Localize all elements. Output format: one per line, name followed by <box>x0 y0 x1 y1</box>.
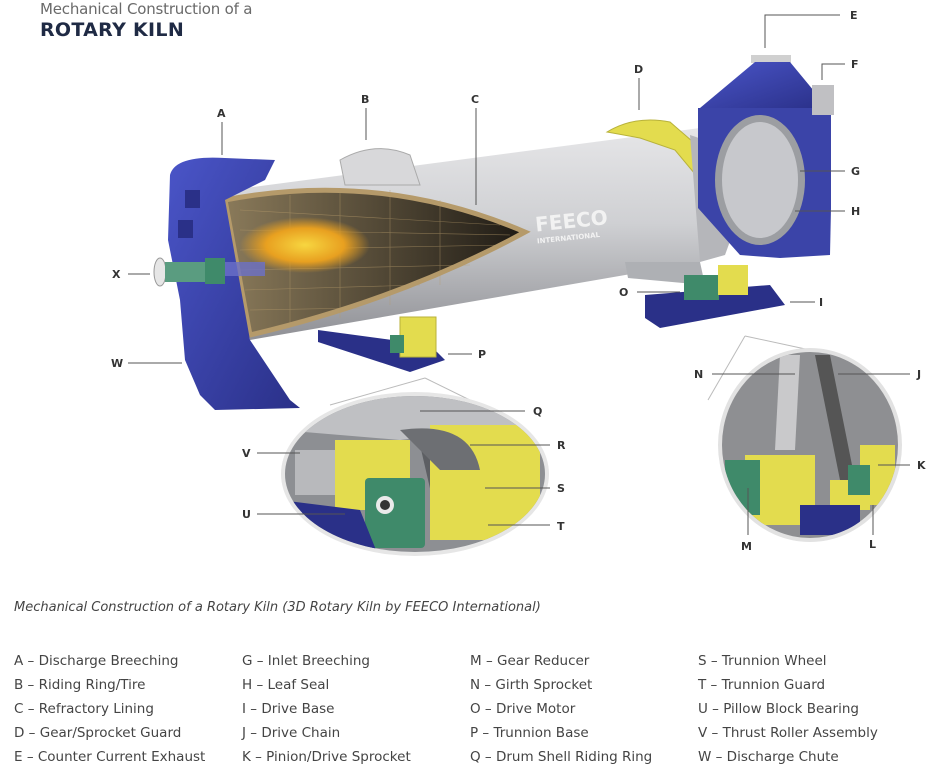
legend-item: G – Inlet Breeching <box>242 653 370 669</box>
callout-v: V <box>242 447 251 460</box>
callout-q: Q <box>533 405 542 418</box>
legend-item: A – Discharge Breeching <box>14 653 179 669</box>
legend-item: T – Trunnion Guard <box>698 677 826 693</box>
figure-caption: Mechanical Construction of a Rotary Kiln… <box>14 600 541 615</box>
callout-g: G <box>851 165 860 178</box>
rotary-kiln-illustration: FEECO INTERNATIONAL <box>111 9 926 556</box>
legend-item: O – Drive Motor <box>470 701 576 717</box>
callout-h: H <box>851 205 860 218</box>
callout-j: J <box>916 368 921 381</box>
legend-item: S – Trunnion Wheel <box>698 653 827 669</box>
legend-item: P – Trunnion Base <box>470 725 589 741</box>
legend-item: B – Riding Ring/Tire <box>14 677 146 693</box>
legend-item: H – Leaf Seal <box>242 677 330 693</box>
trunnion-detail-inset <box>281 377 549 556</box>
trunnion-base <box>318 316 445 372</box>
callout-f: F <box>851 58 859 71</box>
legend-item: E – Counter Current Exhaust <box>14 749 206 765</box>
legend-item: J – Drive Chain <box>242 725 341 741</box>
callout-n: N <box>694 368 703 381</box>
legend-item: U – Pillow Block Bearing <box>698 701 859 717</box>
diagram-title-line1: Mechanical Construction of a <box>40 0 253 18</box>
legend-item: Q – Drum Shell Riding Ring <box>470 749 653 765</box>
callout-d: D <box>634 63 643 76</box>
callout-m: M <box>741 540 752 553</box>
callout-s: S <box>557 482 565 495</box>
callout-o: O <box>619 286 628 299</box>
legend-item: D – Gear/Sprocket Guard <box>14 725 182 741</box>
callout-a: A <box>217 107 226 120</box>
refractory-lining-cutaway <box>222 187 531 339</box>
legend-item: I – Drive Base <box>242 701 335 717</box>
parts-legend: A – Discharge Breeching B – Riding Ring/… <box>14 652 944 766</box>
callout-x: X <box>112 268 121 281</box>
burner-assembly <box>153 257 265 287</box>
legend-item: K – Pinion/Drive Sprocket <box>242 749 411 765</box>
inlet-breeching <box>698 55 834 258</box>
callout-w: W <box>111 357 123 370</box>
callout-i: I <box>819 296 823 309</box>
callout-r: R <box>557 439 566 452</box>
legend-item: W – Discharge Chute <box>698 749 839 765</box>
callout-e: E <box>850 9 858 22</box>
callout-k: K <box>917 459 926 472</box>
callout-l: L <box>869 538 876 551</box>
discharge-breeching <box>168 157 300 410</box>
diagram-title-line2: ROTARY KILN <box>40 19 185 41</box>
legend-item: N – Girth Sprocket <box>470 677 593 693</box>
callout-p: P <box>478 348 486 361</box>
callout-u: U <box>242 508 251 521</box>
callout-t: T <box>557 520 565 533</box>
legend-item: C – Refractory Lining <box>14 701 154 717</box>
callout-c: C <box>471 93 479 106</box>
drive-base <box>625 262 785 328</box>
burner-flame <box>240 217 370 273</box>
leader-lines <box>128 14 910 535</box>
legend-item: M – Gear Reducer <box>470 653 590 669</box>
drive-detail-inset <box>707 335 902 542</box>
callout-b: B <box>361 93 369 106</box>
legend-item: V – Thrust Roller Assembly <box>698 725 878 741</box>
